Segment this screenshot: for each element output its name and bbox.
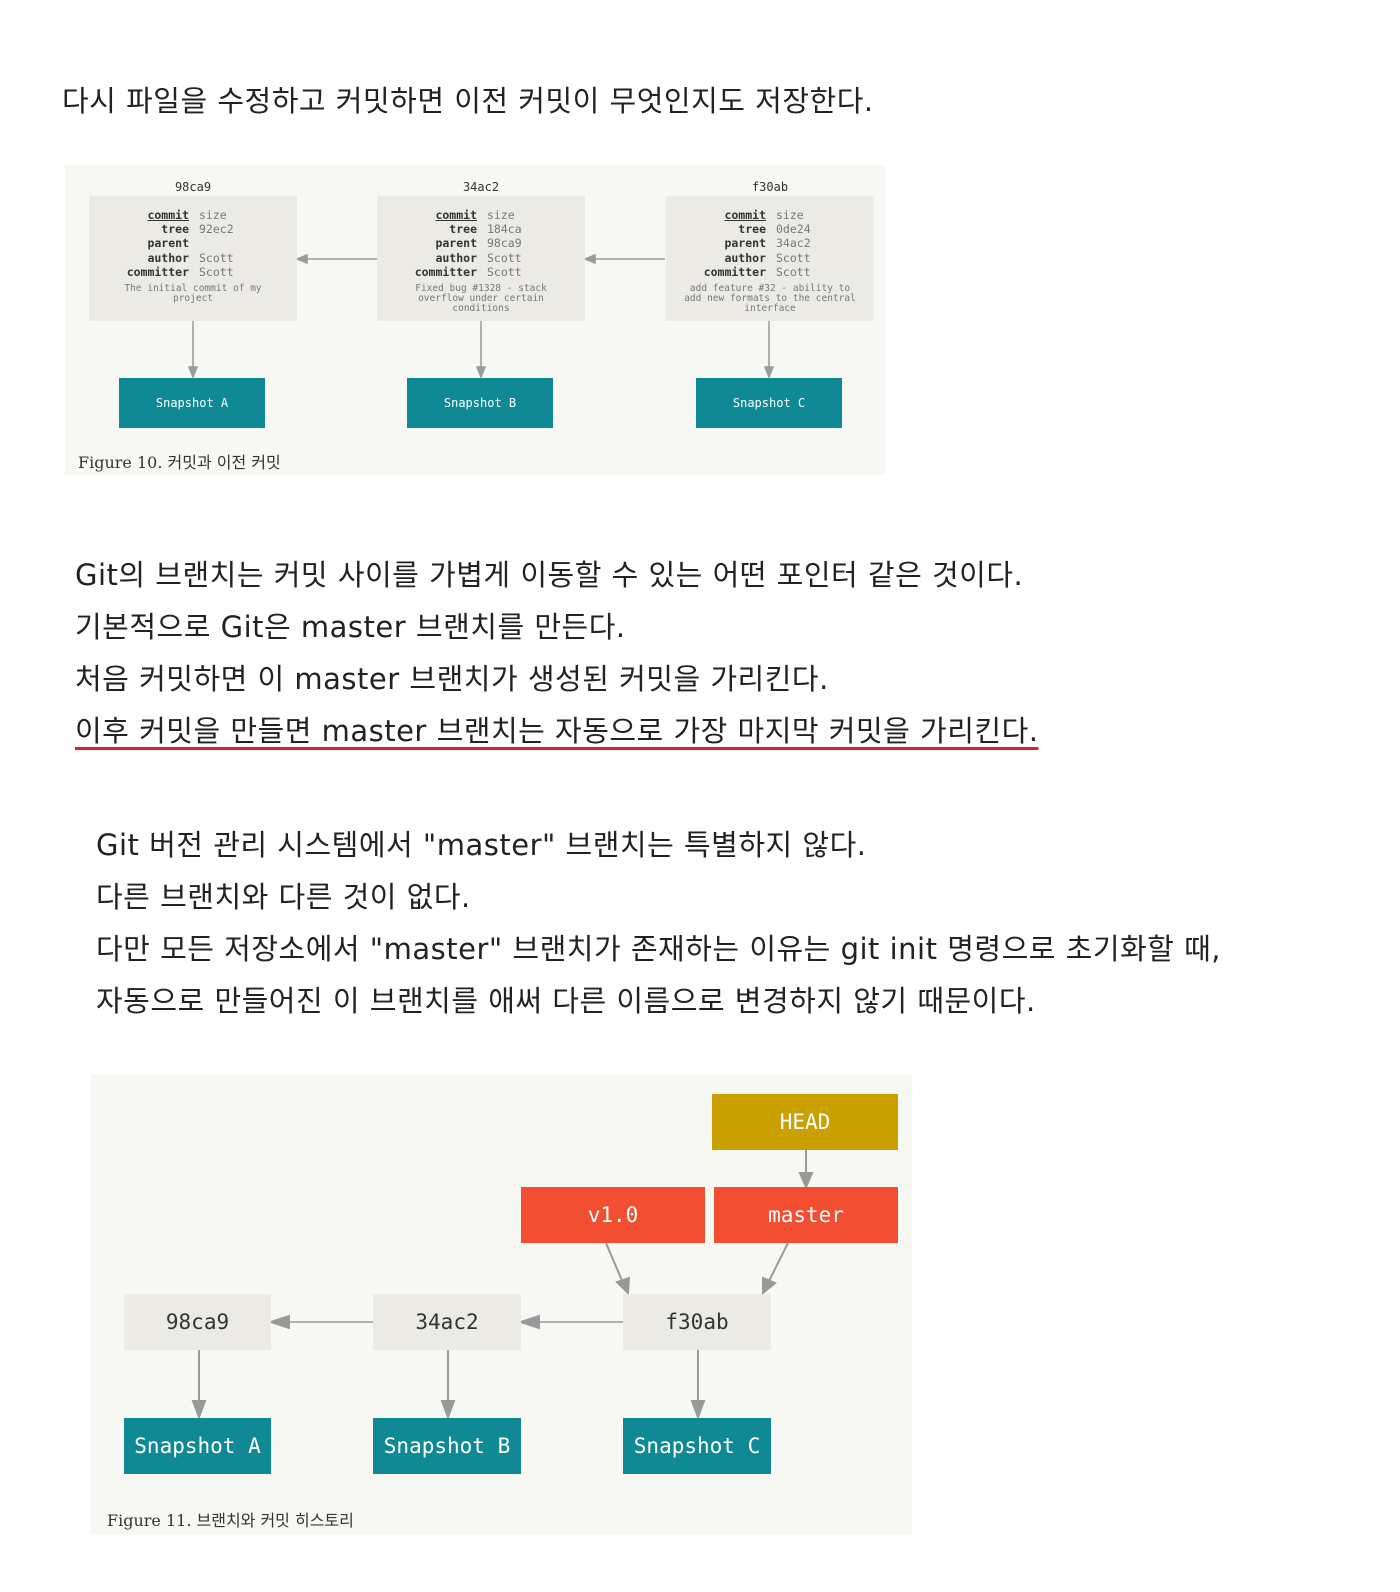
branch-master: master: [714, 1187, 898, 1243]
figure-10-arrows: [187, 253, 775, 380]
para-line: Git 버전 관리 시스템에서 "master" 브랜치는 특별하지 않다.: [96, 828, 867, 862]
snapshot-node: Snapshot A: [124, 1418, 271, 1474]
field-value: Scott: [199, 264, 234, 279]
field-label: commit: [147, 208, 189, 222]
field-value: 184ca: [487, 222, 522, 237]
commit-node: 98ca9: [124, 1294, 271, 1350]
para-line: 다만 모든 저장소에서 "master" 브랜치가 존재하는 이유는 git i…: [96, 932, 1221, 966]
head-pointer: HEAD: [712, 1094, 898, 1150]
field-label: parent: [435, 236, 477, 251]
snapshot-box: Snapshot C: [696, 378, 842, 428]
para-line: Git의 브랜치는 커밋 사이를 가볍게 이동할 수 있는 어떤 포인터 같은 …: [75, 558, 1024, 592]
snapshot-node: Snapshot C: [623, 1418, 771, 1474]
field-label: tree: [738, 222, 766, 237]
para-line-underlined: 이후 커밋을 만들면 master 브랜치는 자동으로 가장 마지막 커밋을 가…: [75, 714, 1039, 748]
field-label: commit: [435, 208, 477, 222]
figure-10-caption: Figure 10. 커밋과 이전 커밋: [78, 453, 281, 472]
para-line: 자동으로 만들어진 이 브랜치를 애써 다른 이름으로 변경하지 않기 때문이다…: [96, 984, 1036, 1018]
field-value: 92ec2: [199, 222, 234, 237]
field-label: author: [147, 250, 189, 265]
commit-message: The initial commit of my project: [124, 283, 262, 304]
field-value: size: [199, 208, 227, 222]
commit-node: f30ab: [623, 1294, 771, 1350]
snapshot-box: Snapshot B: [407, 378, 553, 428]
field-value: [189, 236, 199, 250]
field-label: author: [435, 250, 477, 265]
snapshot-node: Snapshot B: [373, 1418, 521, 1474]
commit-node: 34ac2: [373, 1294, 521, 1350]
commit-id: f30ab: [751, 180, 789, 194]
commit-message: Fixed bug #1328 - stack overflow under c…: [415, 283, 547, 314]
commit-id: 98ca9: [174, 180, 212, 194]
commit-message: add feature #32 - ability to add new for…: [684, 283, 856, 314]
figure-11-caption: Figure 11. 브랜치와 커밋 히스토리: [107, 1511, 354, 1530]
field-label: committer: [703, 264, 766, 279]
field-value: size: [776, 208, 804, 222]
field-value: 34ac2: [776, 236, 811, 251]
snapshot-box: Snapshot A: [119, 378, 265, 428]
tag-v1-0: v1.0: [521, 1187, 705, 1243]
field-value: Scott: [776, 250, 811, 265]
field-label: parent: [147, 236, 189, 251]
field-label: tree: [161, 222, 189, 237]
figure-11: HEAD v1.0 master 98ca9 34ac2 f30ab Snaps…: [91, 1075, 912, 1535]
field-value: 98ca9: [487, 236, 522, 251]
field-value: Scott: [487, 264, 522, 279]
field-value: size: [487, 208, 515, 222]
field-value: 0de24: [776, 222, 811, 237]
field-label: tree: [449, 222, 477, 237]
intro-text: 다시 파일을 수정하고 커밋하면 이전 커밋이 무엇인지도 저장한다.: [62, 84, 874, 118]
field-label: committer: [414, 264, 477, 279]
para-line: 처음 커밋하면 이 master 브랜치가 생성된 커밋을 가리킨다.: [75, 662, 829, 696]
field-value: Scott: [487, 250, 522, 265]
field-value: Scott: [776, 264, 811, 279]
field-label: committer: [126, 264, 189, 279]
field-value: Scott: [199, 250, 234, 265]
para-line: 기본적으로 Git은 master 브랜치를 만든다.: [75, 610, 626, 644]
commit-id: 34ac2: [462, 180, 500, 194]
field-label: parent: [724, 236, 766, 251]
para-line: 다른 브랜치와 다른 것이 없다.: [96, 880, 471, 914]
field-label: author: [724, 250, 766, 265]
field-label: commit: [724, 208, 766, 222]
